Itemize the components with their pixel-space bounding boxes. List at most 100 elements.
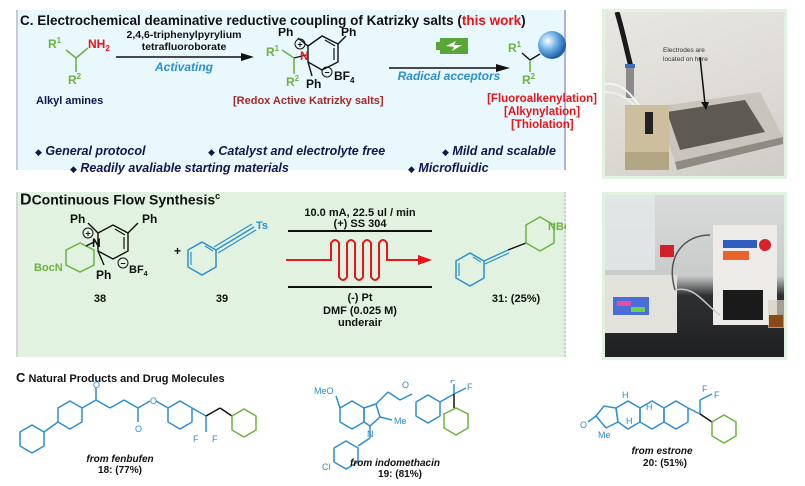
panel-c-scheme: R1 NH2 R2 2,4,6-triphenylpyrylium tetraf… (48, 28, 566, 91)
panel-d-scheme: Ph Ph Ph N + − BF4 BocN 38 + Ts 39 10.0 … (34, 207, 566, 329)
plus-charge: + (297, 40, 302, 50)
product-reactions: [Fluoroalkenylation] (485, 93, 597, 105)
condition-cathode: (-) Pt (347, 292, 372, 304)
n-atom: N (300, 49, 309, 63)
bf4-label: BF4 (129, 264, 148, 278)
condition-atmosphere: underair (338, 317, 383, 329)
compound-31-label: 31: (25%) (492, 293, 541, 305)
reactant-38-structure: Ph Ph Ph N + − BF4 BocN (34, 212, 157, 282)
o-atom: O (150, 396, 157, 406)
product-31-structure: NBoc (455, 216, 566, 287)
condition-solvent: DMF (0.025 M) (323, 305, 397, 317)
panel-d-title: DContinuous Flow Synthesisc (20, 191, 220, 210)
minus-charge: − (324, 68, 329, 78)
panel-d-letter: D (20, 191, 32, 209)
r2-label: R2 (68, 72, 82, 87)
r1-label: R1 (48, 36, 62, 51)
cl-atom: Cl (322, 462, 331, 472)
condition-current-flow: 10.0 mA, 22.5 ul / min (304, 207, 416, 219)
compound-38-label: 38 (94, 293, 106, 305)
h-atom: H (622, 390, 629, 400)
h-atom: H (646, 402, 653, 412)
bf4-label: BF4 (334, 69, 355, 85)
molecule-19-label: 19: (81%) (378, 469, 422, 480)
f-atom: F (467, 382, 473, 392)
electrode-device-illustration: Electrodes are located on here (605, 12, 783, 170)
panel-d-title-text: Continuous Flow Synthesis (31, 191, 216, 208)
battery-icon (436, 38, 468, 54)
radical-acceptors-label: Radical acceptors (398, 69, 501, 83)
minus-charge: − (120, 259, 125, 269)
feature-item: ◆ Microfluidic (408, 161, 489, 175)
condition-anode: (+) SS 304 (334, 218, 388, 230)
panel-c-title-text: C. Electrochemical deaminative reductive… (20, 13, 462, 28)
panel-c-title-highlight: this work (461, 13, 522, 28)
ts-label: Ts (256, 220, 268, 232)
panel-c-electrochemical-coupling (16, 10, 566, 170)
redox-active-label: [Redox Active Katrizky salts] (233, 95, 384, 107)
f-atom: F (450, 380, 456, 385)
molecule-20-estrone: O Me H H H F F (580, 384, 737, 444)
o-atom: O (580, 420, 587, 430)
reagent-line1: 2,4,6-triphenylpyrylium (127, 29, 242, 41)
n-atom: N (92, 236, 101, 250)
flow-setup-photo (602, 192, 787, 360)
molecule-18-label: 18: (77%) (98, 465, 142, 476)
photo-caption-line1: Electrodes are (663, 47, 705, 54)
ph-top-left: Ph (278, 28, 293, 39)
panel-e-title-text: Natural Products and Drug Molecules (28, 373, 225, 385)
flow-reactor-diagram (286, 230, 432, 288)
bocn-label: BocN (34, 262, 63, 274)
f-atom: F (212, 434, 218, 444)
molecule-18-source: from fenbufen (86, 454, 153, 465)
panel-e-letter: C (16, 370, 26, 385)
plus-charge: + (85, 229, 90, 239)
n-atom: N (367, 429, 374, 439)
panel-d-footnote: c (215, 191, 221, 201)
r1-int: R1 (266, 44, 280, 59)
molecule-19-indomethacin: MeO Me N Cl O F F (314, 380, 473, 472)
f-atom: F (702, 384, 708, 394)
reagent-line2: tetrafluoroborate (142, 41, 227, 53)
generic-group-sphere (538, 31, 566, 59)
ph-label: Ph (70, 212, 85, 226)
molecule-20-source: from estrone (631, 446, 693, 457)
me-group: Me (394, 416, 407, 426)
nboc-label: NBoc (548, 221, 566, 233)
o-atom: O (93, 380, 100, 390)
ph-label: Ph (96, 268, 111, 282)
nh2-label: NH2 (88, 37, 110, 53)
r2-int: R2 (286, 74, 300, 89)
ph-top-right: Ph (341, 28, 356, 39)
activating-label: Activating (154, 60, 214, 74)
r1-prod: R1 (508, 40, 522, 55)
radical-arrow (389, 64, 510, 72)
compound-39-label: 39 (216, 293, 228, 305)
reaction-fluoroalkenylation: [Fluoroalkenylation] (487, 93, 597, 105)
reaction-alkynylation: [Alkynylation] (504, 106, 581, 118)
alkyl-amines-label: Alkyl amines (36, 95, 104, 107)
alkyl-amine-structure: R1 NH2 R2 (48, 36, 110, 87)
f-atom: F (714, 390, 720, 400)
serpentine-channel (286, 239, 421, 281)
feature-item: ◆ General protocol (35, 144, 146, 158)
product-structure: R1 R2 (508, 31, 566, 87)
feature-item: ◆ Mild and scalable (442, 144, 556, 158)
reactant-39-structure: Ts (187, 220, 268, 276)
feature-item: ◆ Readily avaliable starting materials (70, 161, 289, 175)
reaction-thiolation: [Thiolation] (511, 119, 574, 131)
r2-prod: R2 (522, 72, 536, 87)
me-group: Me (598, 430, 611, 440)
panel-d-continuous-flow (16, 192, 566, 357)
panel-c-title-suffix: ) (521, 13, 526, 28)
natural-products-structures: O O O F F from fenbufen 18: (77%) MeO Me… (19, 380, 737, 480)
molecule-20-label: 20: (51%) (643, 458, 687, 469)
f-atom: F (193, 434, 199, 444)
feature-item: ◆ Catalyst and electrolyte free (208, 144, 386, 158)
flow-setup-illustration (605, 195, 784, 333)
ph-bottom: Ph (306, 77, 321, 91)
meo-group: MeO (314, 386, 334, 396)
plus-sign: + (174, 244, 181, 258)
o-atom: O (135, 424, 142, 434)
electrode-device-photo: Electrodes are located on here (602, 9, 787, 179)
